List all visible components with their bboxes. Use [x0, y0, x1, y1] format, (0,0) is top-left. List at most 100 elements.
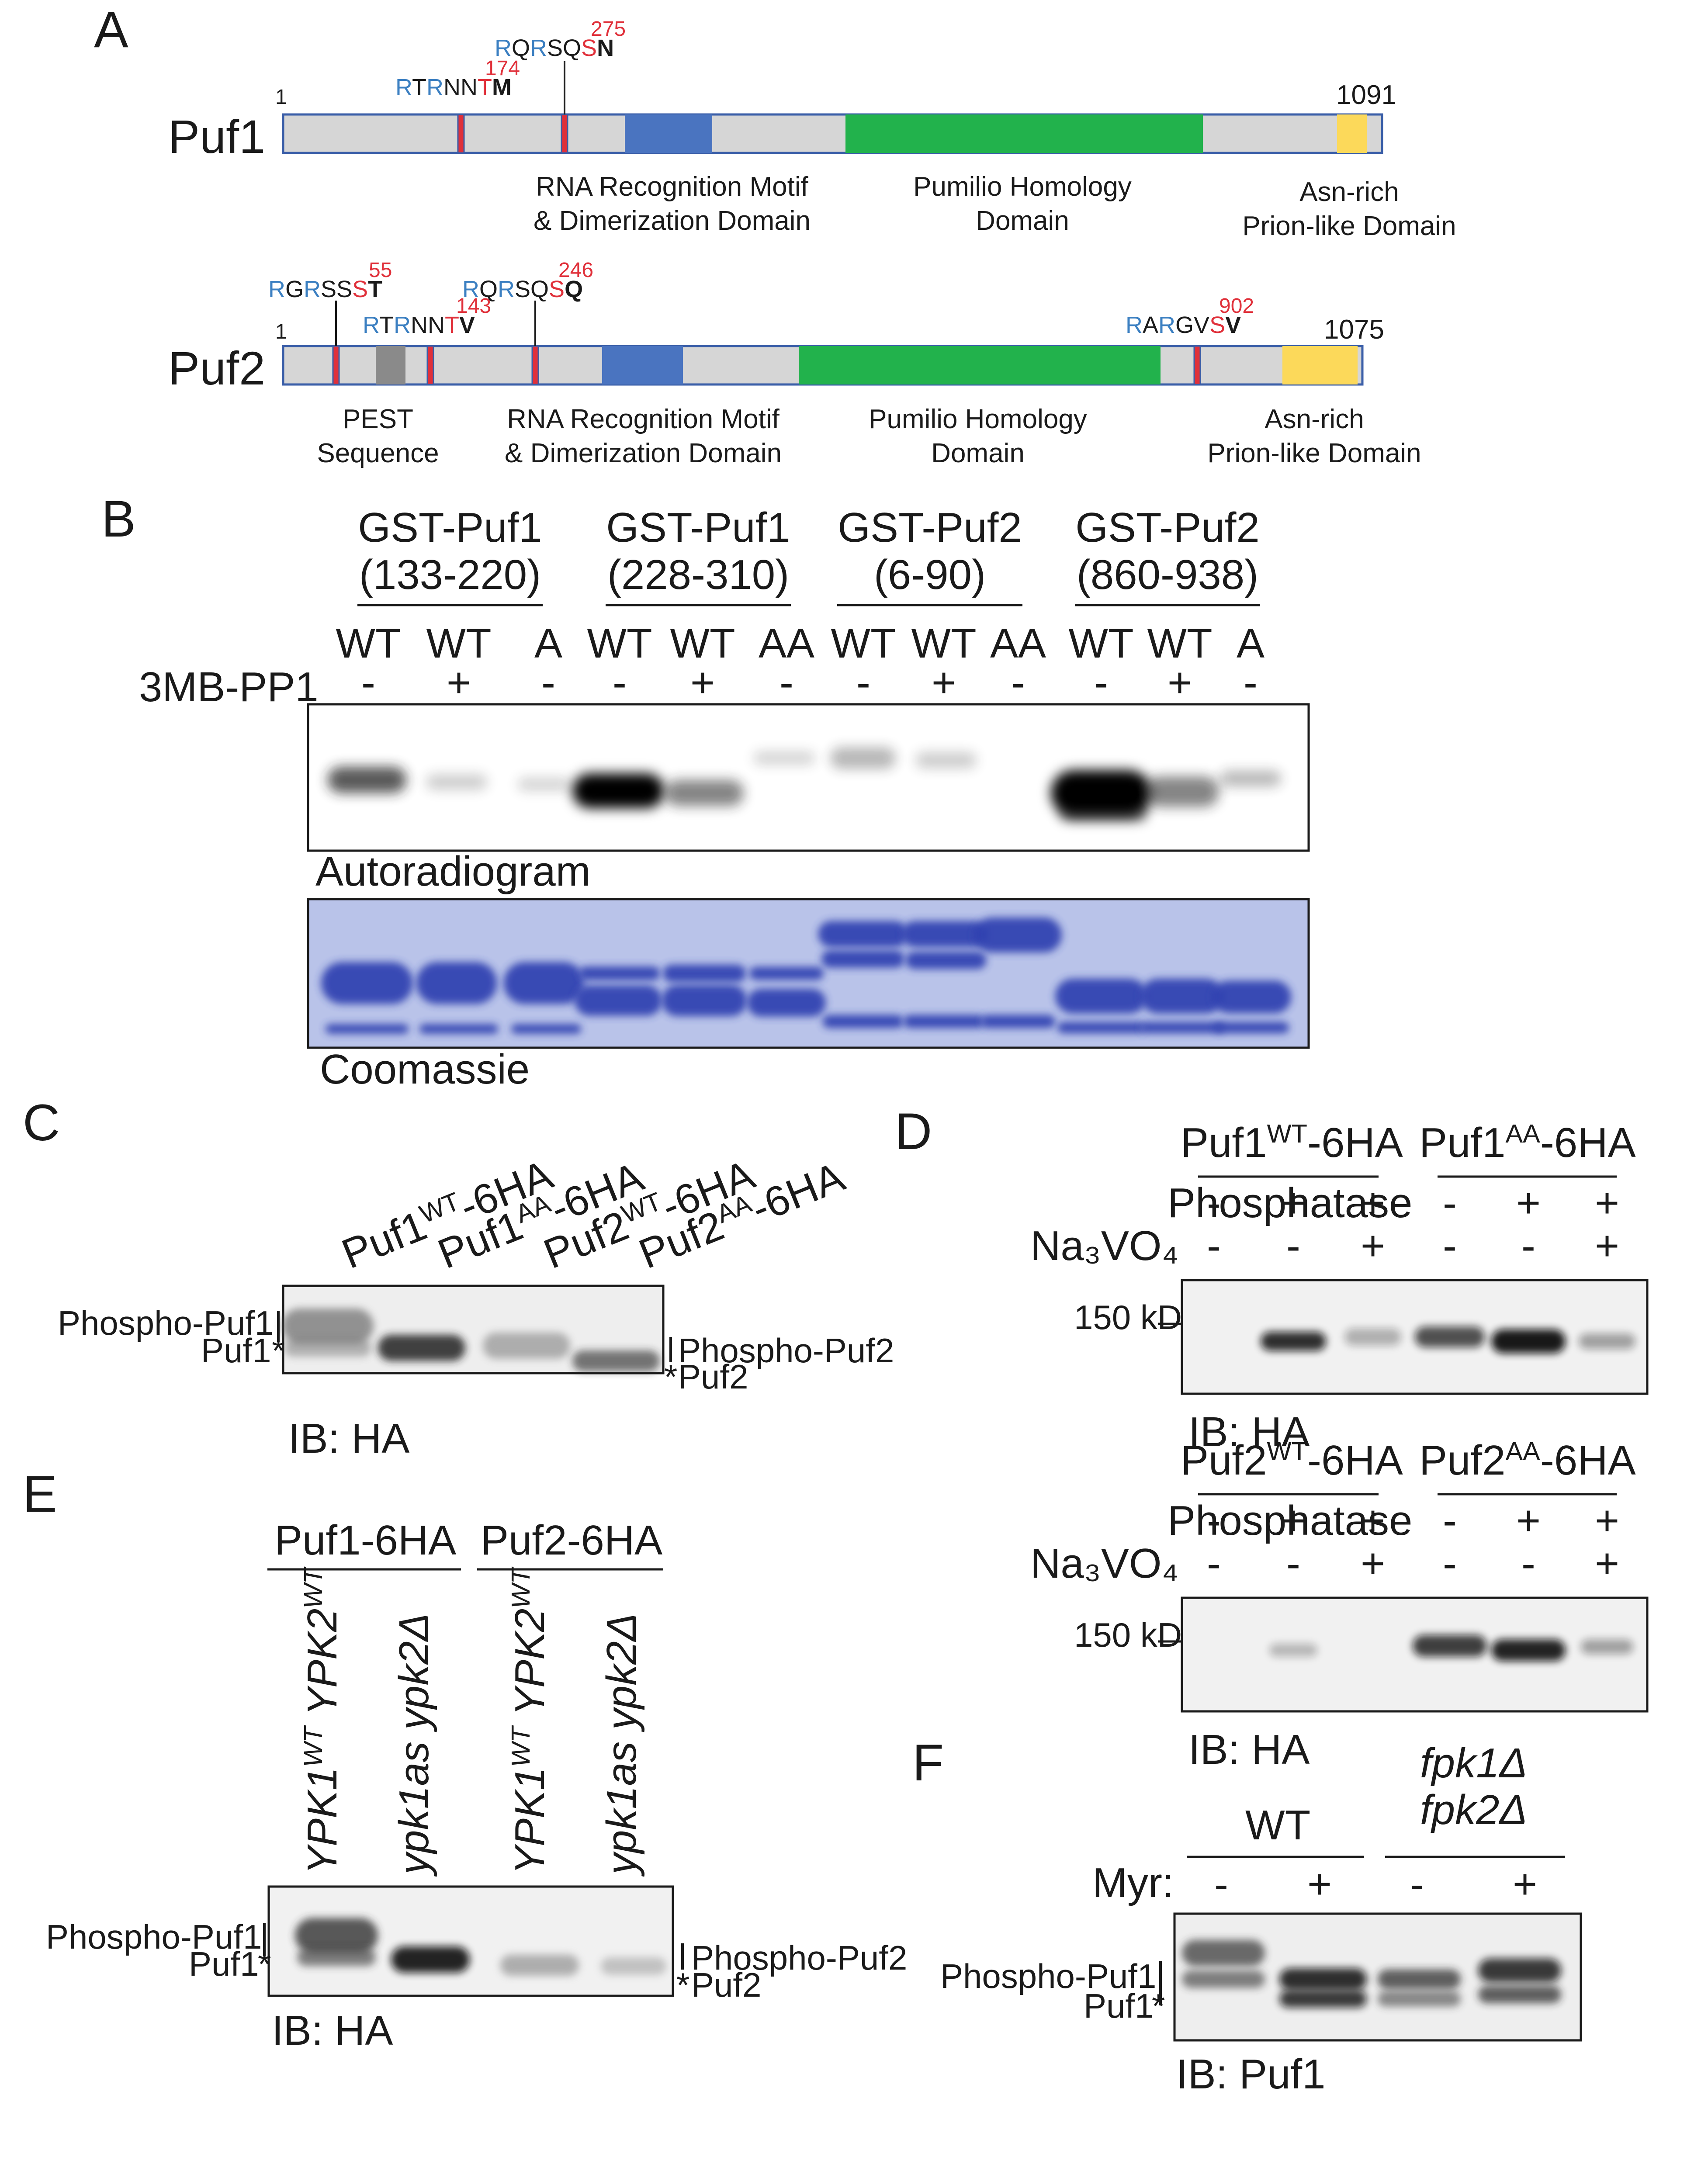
- b-lane-drug: +: [690, 659, 715, 706]
- f-myr-sign: -: [1410, 1861, 1424, 1908]
- d-bottom-group1-label: Puf2WT-6HA: [1181, 1437, 1403, 1484]
- panel-e-blot: [267, 1885, 674, 1997]
- panel-c-label: C: [23, 1094, 60, 1152]
- puf1-site1-num: 174: [485, 57, 520, 80]
- autorad-band: [830, 747, 896, 769]
- coomassie-band: [818, 921, 908, 947]
- puf1-asn-label2: Prion-like Domain: [1242, 211, 1456, 241]
- autorad-band: [426, 774, 487, 790]
- puf2-site3-seq: RQRSQSQ: [462, 276, 583, 302]
- b-group-4-name: GST-Puf2: [1075, 504, 1260, 551]
- coomassie-band: [981, 1015, 1055, 1028]
- coomassie-band: [579, 966, 660, 980]
- d-bottom-van-sign: -: [1521, 1540, 1535, 1587]
- puf2-rrm-domain: [602, 346, 683, 384]
- f-band: [1279, 1990, 1367, 2008]
- e-strain-4: ypk1as ypk2Δ: [598, 1613, 645, 1877]
- coomassie-band: [1215, 1022, 1289, 1033]
- d-bottom-group2-label: Puf2AA-6HA: [1419, 1437, 1636, 1484]
- d-bottom-phos-sign: -: [1207, 1497, 1221, 1544]
- coomassie-band: [902, 921, 987, 947]
- d-bottom-van-sign: -: [1443, 1540, 1457, 1587]
- puf1-asn-label: Asn-rich: [1299, 177, 1399, 207]
- b-lane-drug: +: [1168, 659, 1192, 706]
- panel-d-label: D: [895, 1103, 932, 1160]
- coomassie-band: [974, 918, 1062, 952]
- d-bottom-ib-label: IB: HA: [1188, 1726, 1310, 1773]
- d-bottom-band: [1413, 1635, 1487, 1657]
- puf1-start: 1: [275, 86, 287, 109]
- f-myr-sign: -: [1214, 1861, 1228, 1908]
- b-group-2-name: GST-Puf1: [606, 504, 790, 551]
- b-group-4-range: (860-938): [1077, 551, 1258, 598]
- puf1-site-s275: [561, 114, 568, 154]
- d-top-band: [1344, 1328, 1401, 1346]
- puf2-site4-seq: RARGVSV: [1126, 312, 1241, 338]
- c-left-base: Puf1: [201, 1331, 271, 1370]
- coomassie-band: [321, 962, 413, 1004]
- b-lane-genotype: A: [534, 620, 562, 667]
- e-right-base: Puf2: [691, 1966, 761, 2004]
- puf2-pest-label: PEST: [343, 404, 413, 434]
- d-bottom-van-sign: +: [1361, 1540, 1385, 1587]
- d-bottom-van-sign: -: [1207, 1540, 1221, 1587]
- d-top-van-sign: +: [1361, 1222, 1385, 1269]
- c-right-phospho: Phospho-Puf2: [678, 1331, 894, 1370]
- e-band: [295, 1918, 378, 1953]
- d-top-vanadate-label: Na₃VO₄: [1030, 1222, 1179, 1269]
- b-lane-genotype: A: [1237, 620, 1265, 667]
- d-top-phos-sign: -: [1207, 1180, 1221, 1226]
- b-lane-drug: -: [1094, 659, 1108, 706]
- puf2-phd-label2: Domain: [931, 438, 1025, 468]
- autoradiogram-blot: [307, 703, 1310, 852]
- f-myr-label: Myr:: [1092, 1859, 1174, 1906]
- autorad-band: [572, 773, 664, 808]
- b-lane-drug: -: [1244, 659, 1258, 706]
- coomassie-band: [903, 1015, 984, 1028]
- d-bottom-van-sign: +: [1595, 1540, 1619, 1587]
- f-band: [1279, 1968, 1367, 1990]
- puf2-phd-domain: [799, 346, 1161, 384]
- b-lane-genotype: WT: [1068, 620, 1133, 667]
- autorad-band: [328, 767, 406, 793]
- e-band: [601, 1957, 666, 1975]
- autorad-band: [665, 780, 744, 806]
- puf2-name: Puf2: [168, 342, 265, 395]
- c-band: [572, 1350, 660, 1371]
- f-group2-label-a: fpk1Δ: [1420, 1740, 1528, 1787]
- panel-c-blot: [282, 1285, 665, 1375]
- panel-f-label: F: [912, 1734, 944, 1792]
- d-top-van-sign: +: [1595, 1222, 1619, 1269]
- e-strain-1: YPK1WT YPK2WT: [298, 1566, 346, 1874]
- d-bottom-phos-sign: +: [1361, 1497, 1385, 1544]
- coomassie-band: [419, 1024, 498, 1034]
- panel-b-label: B: [101, 490, 136, 548]
- puf1-rrm-label: RNA Recognition Motif: [536, 172, 808, 202]
- coomassie-label: Coomassie: [320, 1046, 530, 1093]
- d-top-phos-sign: -: [1443, 1180, 1457, 1226]
- b-lane-drug: -: [613, 659, 627, 706]
- b-lane-drug: -: [856, 659, 870, 706]
- coomassie-band: [1055, 979, 1147, 1014]
- coomassie-band: [503, 962, 585, 1004]
- puf2-site1-seq: RGRSSST: [268, 276, 382, 302]
- f-myr-sign: +: [1513, 1861, 1537, 1908]
- puf2-protein-bar: [282, 345, 1364, 386]
- d-top-van-sign: -: [1207, 1222, 1221, 1269]
- puf2-site3-num: 246: [558, 259, 593, 282]
- autoradiogram-label: Autoradiogram: [315, 848, 591, 895]
- d-bottom-van-sign: -: [1286, 1540, 1300, 1587]
- b-lane-genotype: WT: [336, 620, 401, 667]
- puf1-site-t174: [457, 114, 465, 154]
- d-top-phos-sign: +: [1281, 1180, 1306, 1226]
- e-group2-label: Puf2-6HA: [481, 1517, 662, 1564]
- c-band: [284, 1339, 371, 1357]
- puf1-phd-label2: Domain: [976, 206, 1069, 236]
- f-band: [1478, 1958, 1561, 1983]
- e-left-phospho: Phospho-Puf1: [46, 1918, 262, 1956]
- e-group1-label: Puf1-6HA: [274, 1517, 456, 1564]
- puf2-site2-num: 143: [456, 294, 491, 318]
